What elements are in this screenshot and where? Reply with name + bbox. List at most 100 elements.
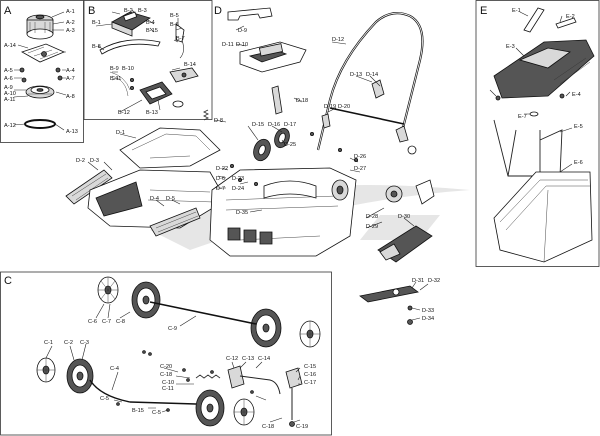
section-d-labels: D-9 D-11 D-10 D-12 D-13 D-14 D-18 D-19 D…	[76, 28, 440, 322]
label-D-13: D-13	[350, 72, 362, 78]
label-A-2: A-2	[66, 20, 75, 26]
label-A-11: A-11	[4, 97, 15, 103]
label-B-8: B-8	[92, 44, 101, 50]
label-C-20: C-20	[160, 364, 172, 370]
label-C-15: C-15	[304, 364, 316, 370]
section-b-labels: B-2 B-3 B-1 B-4 B-5 B-6 B-15 B-7 B-8 B-9…	[92, 8, 196, 116]
label-B-11: B-11	[110, 76, 121, 82]
label-E-4: E-4	[572, 92, 581, 98]
label-C-12: C-12	[226, 356, 238, 362]
section-c-label: C	[4, 275, 12, 287]
label-D-26: D-26	[354, 154, 366, 160]
grass-bag-icon	[493, 171, 593, 263]
label-C-11: C-11	[162, 386, 174, 392]
height-bracket	[227, 365, 281, 395]
section-a-label: A	[4, 5, 12, 17]
label-B-7: B-7	[176, 36, 185, 42]
label-D-1: D-1	[116, 130, 125, 136]
motor-icon	[26, 14, 54, 40]
label-C-4: C-4	[110, 366, 119, 372]
drive-belt	[24, 119, 56, 129]
label-D-12: D-12	[332, 37, 344, 43]
label-C-8: C-8	[116, 319, 125, 325]
label-E-1: E-1	[512, 8, 521, 14]
motor-mount	[331, 179, 349, 201]
label-C-10: C-10	[162, 380, 174, 386]
section-b-label: B	[88, 5, 95, 17]
cable-bundle	[109, 71, 134, 97]
carry-handle	[227, 7, 273, 21]
label-D-8: D-8	[214, 118, 223, 124]
label-A-8: A-8	[66, 94, 75, 100]
battery-cover	[239, 41, 307, 73]
label-E-2: E-2	[566, 14, 575, 20]
label-A-13: A-13	[66, 129, 78, 135]
label-B-2: B-2	[124, 8, 133, 14]
label-D-27: D-27	[354, 166, 366, 172]
section-c-labels: C-6 C-7 C-8 C-9 C-1 C-2 C-3 C-20 C-12 C-…	[44, 319, 316, 430]
label-B-9: B-9	[110, 66, 119, 72]
label-D-4: D-4	[150, 196, 159, 202]
label-C-3: C-3	[80, 340, 89, 346]
label-B-6: B-6	[170, 22, 179, 28]
label-C-1: C-1	[44, 340, 53, 346]
switch-housing	[139, 81, 173, 105]
label-B-12: B-12	[118, 110, 130, 116]
switch-lever	[99, 39, 161, 55]
label-D-28: D-28	[366, 214, 378, 220]
handle-icon	[316, 11, 424, 151]
label-D-11: D-11	[222, 42, 234, 48]
front-axle	[89, 379, 197, 405]
adjust-lever	[415, 179, 435, 205]
label-D-2: D-2	[76, 158, 85, 164]
spring-part	[202, 109, 210, 121]
main-housing	[209, 167, 357, 257]
label-B-15: B-15	[146, 28, 158, 34]
battery-icon	[111, 11, 151, 37]
bag-frame-wire	[493, 119, 563, 177]
label-C-18: C-18	[160, 372, 172, 378]
label-C-18-b: C-18	[262, 424, 274, 430]
label-B-1: B-1	[92, 20, 101, 26]
label-D-23: D-23	[232, 176, 244, 182]
label-B-5: B-5	[170, 13, 179, 19]
bag-handle	[523, 7, 577, 33]
label-E-7: E-7	[518, 114, 527, 120]
label-D-18: D-18	[296, 98, 308, 104]
label-C-9: C-9	[168, 326, 177, 332]
label-A-12: A-12	[4, 123, 16, 129]
label-C-5: C-5	[100, 396, 109, 402]
label-D-15: D-15	[252, 122, 264, 128]
pulley-gear	[385, 185, 403, 203]
label-D-35: D-35	[236, 210, 248, 216]
label-A-5: A-5	[4, 68, 13, 74]
cable-holder	[271, 85, 283, 115]
small-screws-d	[229, 131, 358, 186]
label-C-7: C-7	[102, 319, 111, 325]
wheel-icon	[36, 276, 321, 427]
label-D-34: D-34	[422, 316, 434, 322]
label-A-9: A-9	[4, 85, 13, 91]
switch-box	[169, 67, 199, 83]
label-D-3: D-3	[90, 158, 99, 164]
rear-axle	[149, 301, 257, 325]
rear-flap	[149, 207, 201, 237]
label-B-14: B-14	[184, 62, 196, 68]
label-D-17: D-17	[284, 122, 296, 128]
section-b-box	[83, 0, 213, 120]
label-A-3: A-3	[66, 28, 75, 34]
label-D-33: D-33	[422, 308, 434, 314]
label-C-5-b: C-5	[152, 410, 161, 416]
label-D-24: D-24	[232, 186, 244, 192]
label-A-4: A-4	[66, 68, 75, 74]
section-e-labels: E-1 E-2 E-3 E-4 E-7 E-5 E-6	[506, 8, 583, 166]
label-D-14: D-14	[366, 72, 378, 78]
side-cover	[377, 225, 433, 263]
cable-clip	[172, 100, 184, 108]
section-e-label: E	[480, 5, 487, 17]
blade-screws	[407, 305, 413, 325]
label-A-7: A-7	[66, 76, 75, 82]
fan-pulley	[25, 85, 55, 99]
label-C-19: C-19	[296, 424, 308, 430]
